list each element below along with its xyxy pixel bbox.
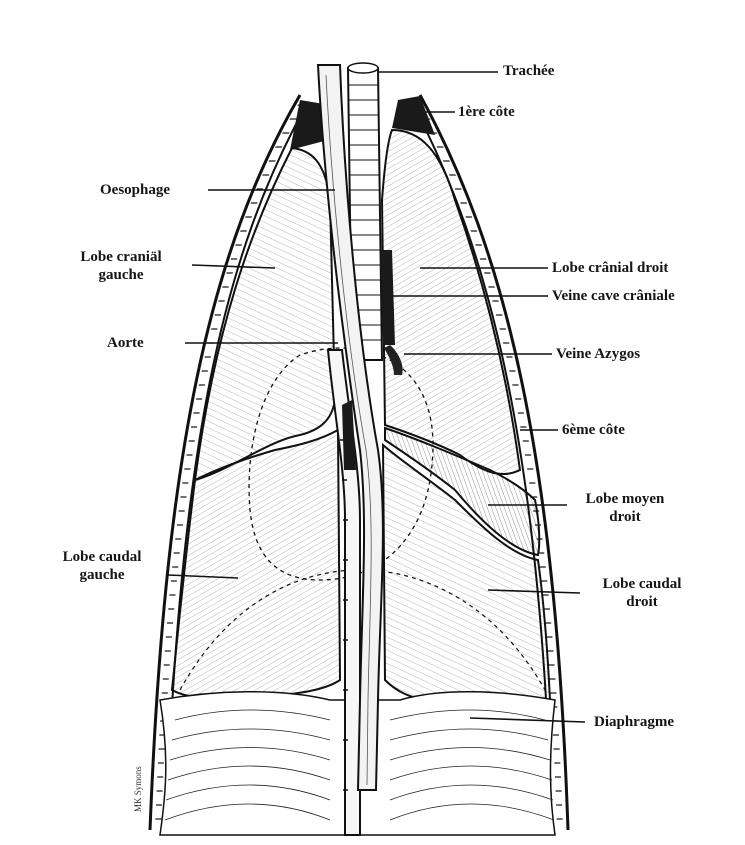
label-premiere-cote: 1ère côte	[458, 103, 515, 121]
label-lobe-caudal-gauche-line2: gauche	[42, 566, 162, 584]
label-diaphragme: Diaphragme	[594, 713, 674, 731]
label-oesophage: Oesophage	[100, 181, 170, 199]
label-lobe-caudal-droit: Lobe caudal droit	[582, 575, 702, 611]
label-sixieme-cote: 6ème côte	[562, 421, 625, 439]
label-lobe-moyen-droit: Lobe moyen droit	[560, 490, 690, 526]
right-apex-shadow	[392, 96, 435, 135]
artist-signature: MK Symons	[133, 766, 143, 812]
right-cranial-lobe	[382, 130, 520, 474]
label-trachee: Trachée	[503, 62, 554, 80]
label-lobe-cranial-droit: Lobe crânial droit	[552, 259, 668, 277]
label-veine-cave-craniale: Veine cave crâniale	[552, 287, 675, 305]
label-lobe-caudal-droit-line2: droit	[582, 593, 702, 611]
label-aorte: Aorte	[107, 334, 144, 352]
label-lobe-caudal-gauche: Lobe caudal gauche	[42, 548, 162, 584]
label-lobe-caudal-gauche-line1: Lobe caudal	[42, 548, 162, 566]
label-lobe-cranial-gauche-line2: gauche	[52, 266, 190, 284]
label-lobe-moyen-droit-line1: Lobe moyen	[560, 490, 690, 508]
label-lobe-cranial-gauche-line1: Lobe craniäl	[52, 248, 190, 266]
label-veine-azygos: Veine Azygos	[556, 345, 640, 363]
label-lobe-cranial-gauche: Lobe craniäl gauche	[52, 248, 190, 284]
label-lobe-moyen-droit-line2: droit	[560, 508, 690, 526]
label-lobe-caudal-droit-line1: Lobe caudal	[582, 575, 702, 593]
